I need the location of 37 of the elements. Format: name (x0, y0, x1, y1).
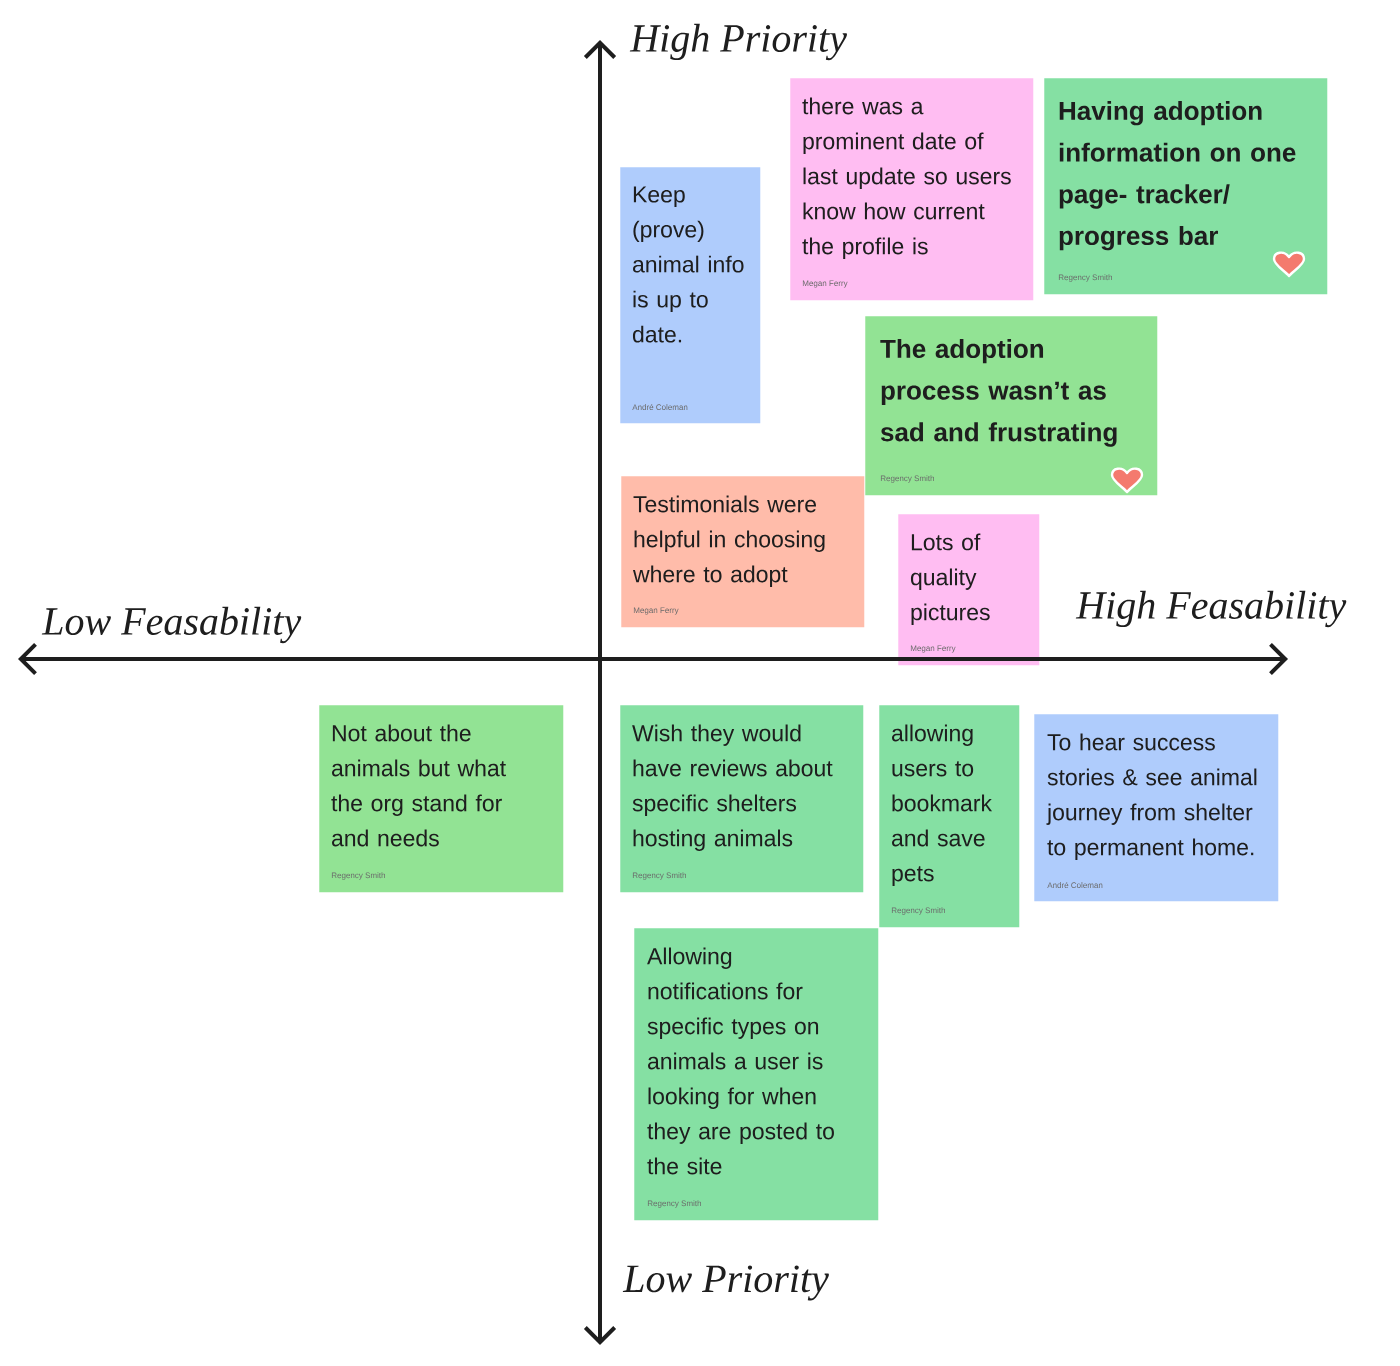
note-text: Keep (prove) animal info is up to date. (632, 186, 744, 343)
axis-label: High Feasability (1075, 590, 1347, 628)
sticky-note (790, 78, 1034, 301)
sticky-note (621, 476, 865, 628)
sticky-note (898, 514, 1040, 666)
author-name: Regency Smith (880, 475, 934, 483)
note-text: Testimonials were helpful in choosing where to adopt (632, 495, 825, 587)
sticky-note (620, 705, 864, 893)
note-text: The adoption process wasn’t as sad and frustrating (880, 339, 1117, 447)
sticky-note (319, 705, 564, 893)
note-text: Wish they would have reviews about specific shelters hosting animals (632, 724, 833, 851)
author-name: Regency Smith (891, 907, 945, 915)
sticky-note (1044, 78, 1328, 295)
axis-label: Low Priority (622, 1265, 829, 1301)
author-name: Megan Ferry (802, 280, 848, 288)
sticky-note (620, 167, 761, 424)
note-text: allowing users to bookmark and save pets (892, 724, 992, 886)
note-text: Lots of quality pictures (910, 533, 990, 625)
axis-label: High Priority (629, 23, 847, 61)
author-name: Megan Ferry (633, 607, 679, 615)
sticky-note (879, 705, 1020, 928)
author-name: Regency Smith (1058, 274, 1112, 282)
author-name: André Coleman (632, 404, 688, 410)
sticky-note (1034, 714, 1279, 902)
note-text: Not about the animals but what the org stand for and needs (331, 724, 506, 847)
author-name: André Coleman (1047, 882, 1103, 888)
author-name: Regency Smith (331, 872, 385, 880)
sticky-note (865, 316, 1158, 496)
note-text: To hear success stories & see animal journey from shelter to permanent home. (1046, 733, 1257, 860)
author-name: Regency Smith (632, 872, 686, 880)
note-text: Allowing notifications for specific types on animals a user is looking for when they are posted to the site (647, 947, 834, 1175)
note-text: there was a prominent date of last update so users know how current the profile is (802, 97, 1011, 259)
sticky-note (634, 928, 879, 1221)
author-name: Regency Smith (647, 1200, 701, 1208)
note-text: Having adoption information on one page- tracker/ progress bar (1059, 101, 1296, 251)
axis-label: Low Feasability (41, 606, 302, 644)
author-name: Megan Ferry (910, 645, 956, 653)
